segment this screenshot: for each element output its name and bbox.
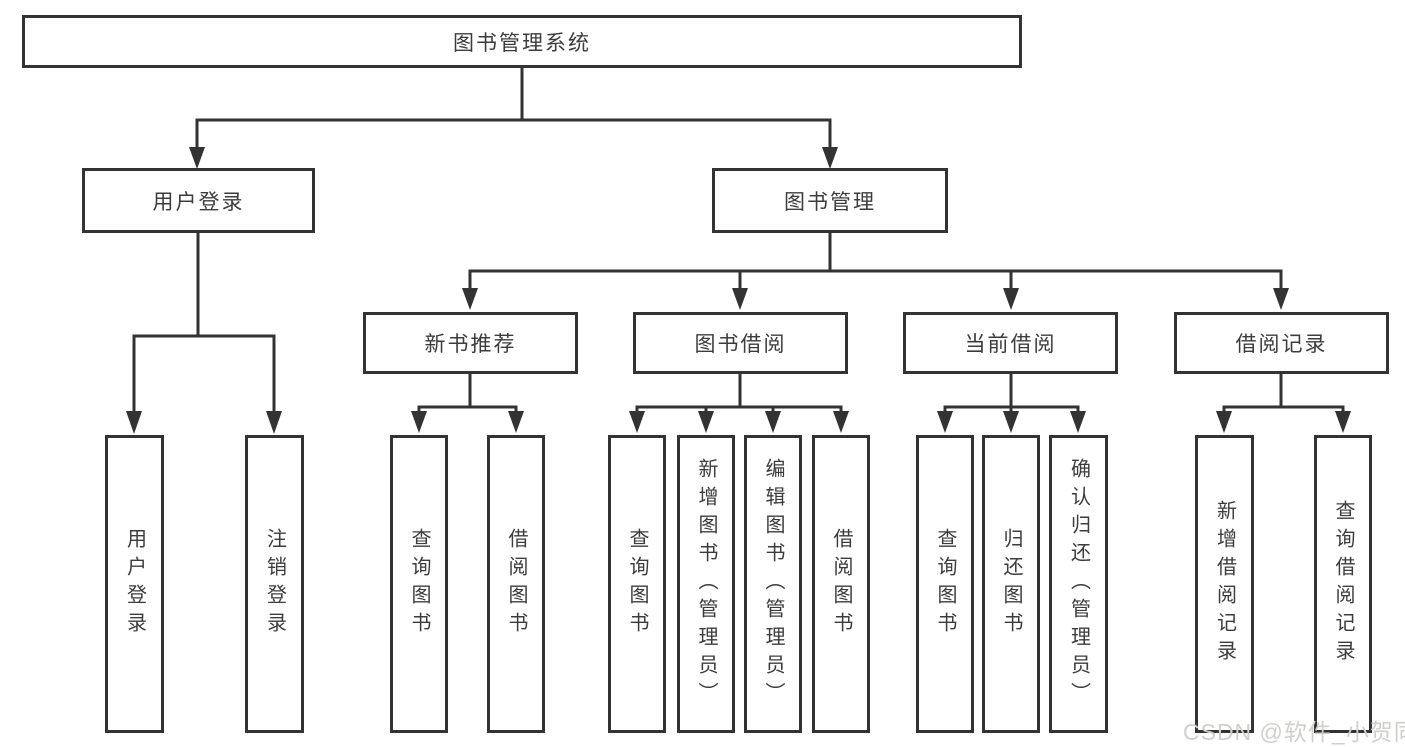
- node-leaf-confirm-return-admin: 确认归还（管理员）: [1049, 435, 1108, 733]
- node-leaf-current-query-books: 查询图书: [916, 435, 974, 733]
- node-leaf-borrow-books: 借阅图书: [812, 435, 870, 733]
- node-new-book-recommend: 新书推荐: [363, 312, 578, 374]
- node-leaf-recommend-borrow-books: 借阅图书: [487, 435, 545, 733]
- node-leaf-borrowing-query-books: 查询图书: [608, 435, 666, 733]
- node-leaf-add-borrow-record: 新增借阅记录: [1195, 435, 1254, 733]
- node-book-management: 图书管理: [712, 168, 948, 233]
- node-leaf-add-books-admin: 新增图书（管理员）: [677, 435, 735, 733]
- node-leaf-logout: 注销登录: [245, 435, 304, 733]
- node-book-borrowing: 图书借阅: [633, 312, 848, 374]
- node-user-login: 用户登录: [82, 168, 315, 233]
- watermark: CSDN @软件_小贺同学: [1183, 719, 1405, 745]
- node-leaf-edit-books-admin: 编辑图书（管理员）: [744, 435, 802, 733]
- node-current-borrowing: 当前借阅: [903, 312, 1118, 374]
- node-leaf-recommend-query-books: 查询图书: [390, 435, 448, 733]
- node-borrowing-records: 借阅记录: [1174, 312, 1389, 374]
- node-leaf-user-login: 用户登录: [105, 435, 164, 733]
- node-leaf-return-books: 归还图书: [982, 435, 1040, 733]
- node-leaf-query-borrow-record: 查询借阅记录: [1314, 435, 1372, 733]
- node-root: 图书管理系统: [22, 15, 1022, 68]
